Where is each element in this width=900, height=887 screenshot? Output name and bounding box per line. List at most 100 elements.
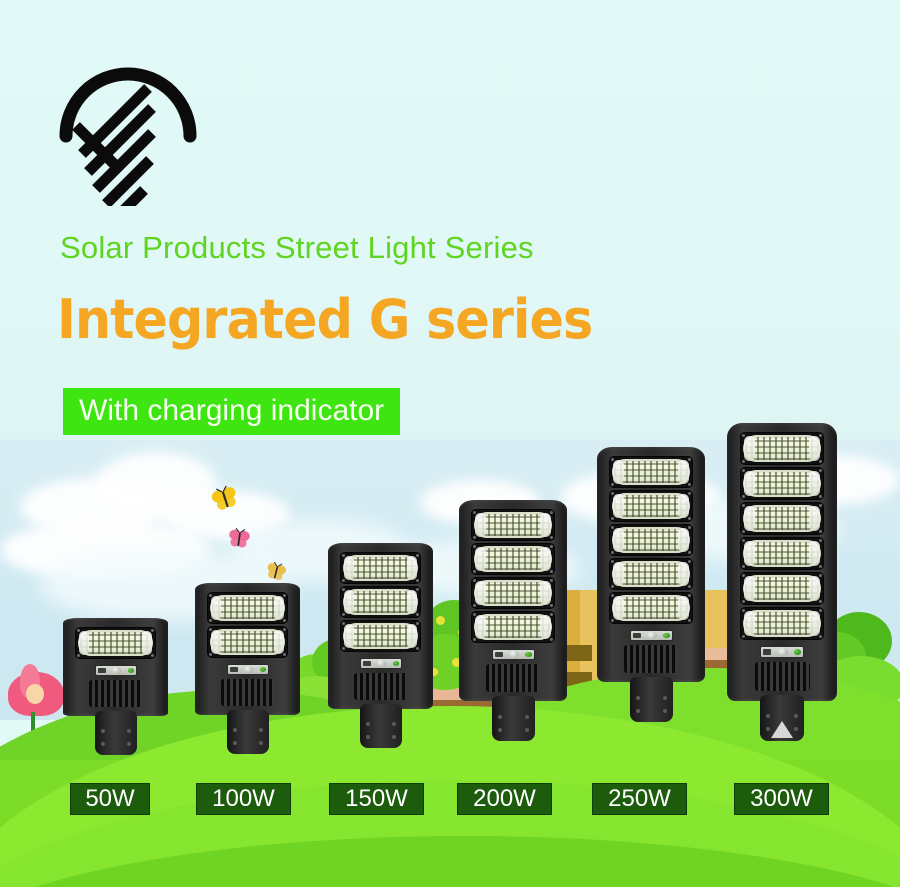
heat-sink-fins — [486, 664, 540, 692]
wattage-label: 250W — [608, 785, 671, 812]
led-lens — [343, 589, 418, 615]
led-panel — [609, 592, 693, 624]
led-lens — [474, 580, 552, 606]
led-panel — [740, 502, 824, 535]
street-light-250w[interactable] — [597, 447, 705, 727]
led-panel — [740, 537, 824, 570]
led-panel — [340, 586, 421, 618]
led-lens — [743, 610, 821, 637]
heat-sink-fins — [89, 680, 142, 707]
pir-sensor-dome — [112, 666, 122, 675]
led-lens — [210, 629, 285, 655]
led-lens — [743, 435, 821, 462]
led-panel-stack — [207, 592, 288, 660]
feature-banner-label: With charging indicator — [79, 394, 385, 427]
feature-banner: With charging indicator — [63, 388, 401, 435]
charging-indicator-sensor — [492, 649, 535, 660]
led-lens — [210, 595, 285, 621]
charging-indicator-sensor — [227, 664, 269, 675]
wattage-label: 150W — [345, 785, 408, 812]
led-panel — [471, 543, 555, 575]
light-sensor-icon — [633, 632, 642, 639]
heat-sink-fins — [755, 662, 810, 691]
pir-sensor-dome — [777, 648, 788, 656]
led-panel — [609, 558, 693, 590]
butterfly-yellow-bottom — [264, 560, 288, 584]
led-panel — [340, 552, 421, 584]
page-subtitle: Solar Products Street Light Series — [60, 230, 534, 265]
street-light-150w[interactable] — [328, 543, 433, 753]
led-panel-stack — [75, 627, 156, 661]
led-lens — [343, 555, 418, 581]
led-panel — [740, 467, 824, 500]
pir-sensor-dome — [244, 665, 254, 674]
mounting-bracket — [630, 677, 673, 722]
led-panel — [471, 509, 555, 541]
pir-sensor-dome — [647, 631, 658, 640]
wattage-label: 50W — [85, 785, 135, 812]
led-lens — [612, 595, 690, 621]
led-panel-stack — [471, 509, 555, 645]
charging-indicator-sensor — [95, 665, 137, 676]
led-lens — [78, 630, 153, 656]
charging-indicator-led — [127, 667, 134, 674]
heat-sink-fins — [221, 679, 274, 706]
pir-sensor-dome — [509, 650, 520, 659]
light-sensor-icon — [495, 651, 504, 658]
light-sensor-icon — [98, 667, 106, 674]
led-lens — [612, 561, 690, 587]
led-panel — [340, 620, 421, 652]
light-sensor-icon — [763, 648, 772, 656]
led-panel — [207, 626, 288, 658]
wattage-tag-100w: 100W — [196, 783, 291, 815]
reflector-triangle — [771, 721, 793, 738]
led-panel-stack — [609, 456, 693, 626]
led-panel — [609, 456, 693, 488]
mounting-bracket — [227, 710, 269, 754]
led-lens — [343, 623, 418, 649]
led-lens — [743, 540, 821, 567]
solar-bulb-logo — [48, 26, 208, 235]
charging-indicator-led — [259, 666, 266, 673]
heat-sink-fins — [624, 645, 678, 673]
wattage-tag-200w: 200W — [457, 783, 552, 815]
wattage-label: 100W — [212, 785, 275, 812]
led-panel — [471, 611, 555, 643]
light-sensor-icon — [363, 660, 371, 667]
charging-indicator-led — [663, 632, 670, 639]
heat-sink-fins — [354, 673, 407, 700]
mounting-bracket — [95, 711, 137, 755]
wattage-tag-150w: 150W — [329, 783, 424, 815]
led-lens — [743, 470, 821, 497]
led-panel-stack — [740, 432, 824, 642]
light-sensor-icon — [230, 666, 238, 673]
page-title: Integrated G series — [57, 288, 593, 351]
wattage-tag-300w: 300W — [734, 783, 829, 815]
charging-indicator-sensor — [760, 646, 804, 658]
mounting-bracket — [360, 704, 402, 748]
led-lens — [743, 505, 821, 532]
led-panel — [207, 592, 288, 624]
led-panel — [740, 572, 824, 605]
led-lens — [612, 459, 690, 485]
led-panel — [740, 432, 824, 465]
led-panel — [609, 524, 693, 556]
wattage-tag-250w: 250W — [592, 783, 687, 815]
led-panel — [740, 607, 824, 640]
led-lens — [612, 527, 690, 553]
charging-indicator-led — [392, 660, 399, 667]
charging-indicator-led — [794, 649, 801, 655]
street-light-100w[interactable] — [195, 583, 300, 759]
wattage-label: 300W — [750, 785, 813, 812]
led-lens — [743, 575, 821, 602]
led-lens — [474, 614, 552, 640]
street-light-300w[interactable] — [727, 423, 837, 747]
street-light-50w[interactable] — [63, 618, 168, 760]
led-lens — [474, 512, 552, 538]
led-panel — [75, 627, 156, 659]
led-panel — [471, 577, 555, 609]
street-light-200w[interactable] — [459, 500, 567, 746]
pir-sensor-dome — [377, 659, 387, 668]
mounting-bracket — [492, 696, 535, 741]
